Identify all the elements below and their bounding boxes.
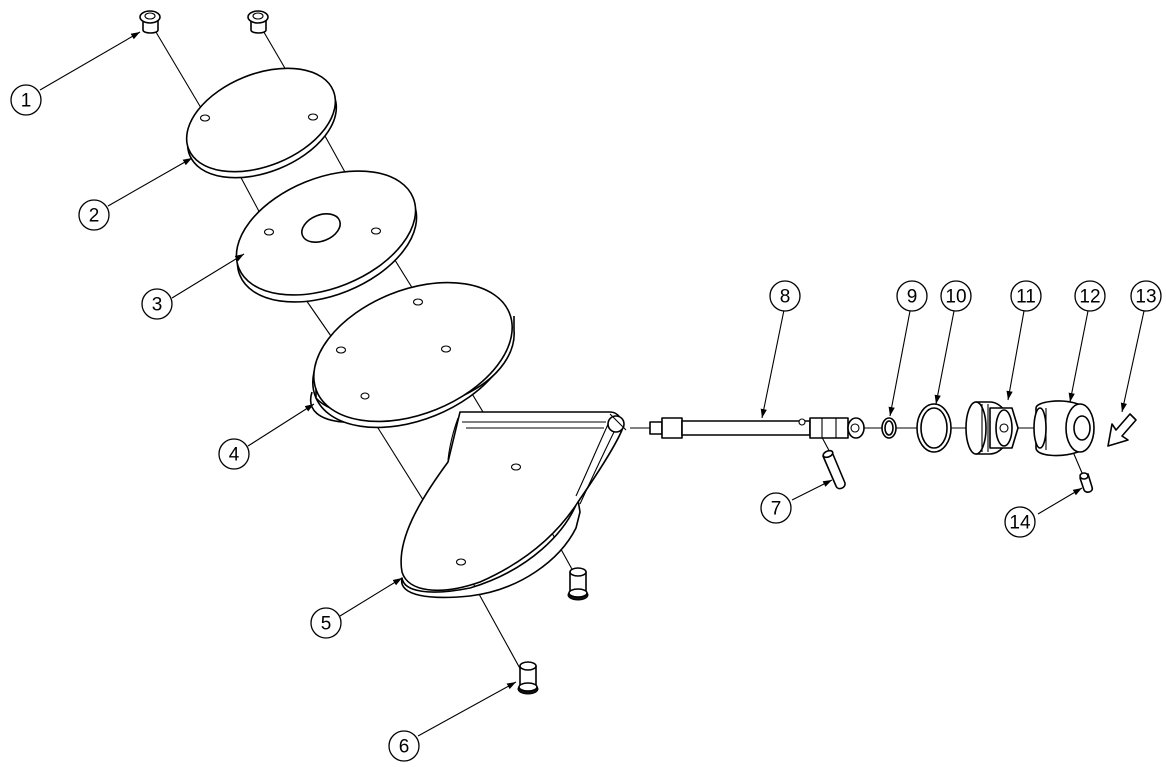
bushing	[965, 401, 1019, 455]
svg-text:10: 10	[945, 287, 966, 308]
svg-text:6: 6	[399, 737, 410, 758]
svg-text:3: 3	[152, 295, 163, 316]
svg-text:7: 7	[771, 499, 782, 520]
balloon-2: 2	[78, 199, 110, 231]
svg-text:9: 9	[907, 287, 918, 308]
balloon-8: 8	[769, 280, 801, 312]
balloon-6: 6	[388, 730, 420, 762]
balloon-14: 14	[1004, 506, 1036, 538]
balloon-3: 3	[141, 288, 173, 320]
knob	[1033, 400, 1095, 457]
large-o-ring	[916, 403, 952, 453]
svg-text:8: 8	[780, 287, 791, 308]
balloon-10: 10	[940, 280, 972, 312]
screw-top-right	[247, 10, 269, 34]
lever-arm	[400, 411, 627, 599]
pin	[822, 449, 846, 490]
small-o-ring	[881, 417, 897, 439]
svg-text:4: 4	[229, 445, 240, 466]
balloon-5: 5	[310, 607, 342, 639]
shaft	[649, 417, 865, 439]
center-hole-plate	[235, 170, 418, 303]
screw-top-left	[139, 10, 161, 34]
balloon-1: 1	[10, 84, 42, 116]
balloon-13: 13	[1130, 280, 1162, 312]
balloon-9: 9	[896, 280, 928, 312]
balloon-4: 4	[218, 438, 250, 470]
direction-arrow	[1107, 413, 1137, 447]
screw-bottom-left	[517, 661, 539, 695]
leader-lines	[39, 31, 1145, 737]
balloon-7: 7	[760, 492, 792, 524]
knob-pin	[1079, 472, 1094, 493]
svg-text:12: 12	[1079, 287, 1100, 308]
balloon-12: 12	[1074, 280, 1106, 312]
svg-text:13: 13	[1135, 287, 1156, 308]
screw-bottom-middle	[567, 567, 589, 601]
svg-text:1: 1	[21, 91, 32, 112]
balloon-11: 11	[1010, 280, 1042, 312]
svg-text:14: 14	[1009, 513, 1031, 534]
svg-text:2: 2	[89, 206, 100, 227]
thick-plate	[309, 281, 515, 429]
svg-text:11: 11	[1016, 287, 1036, 308]
top-plate	[185, 67, 338, 179]
svg-text:5: 5	[321, 614, 332, 635]
